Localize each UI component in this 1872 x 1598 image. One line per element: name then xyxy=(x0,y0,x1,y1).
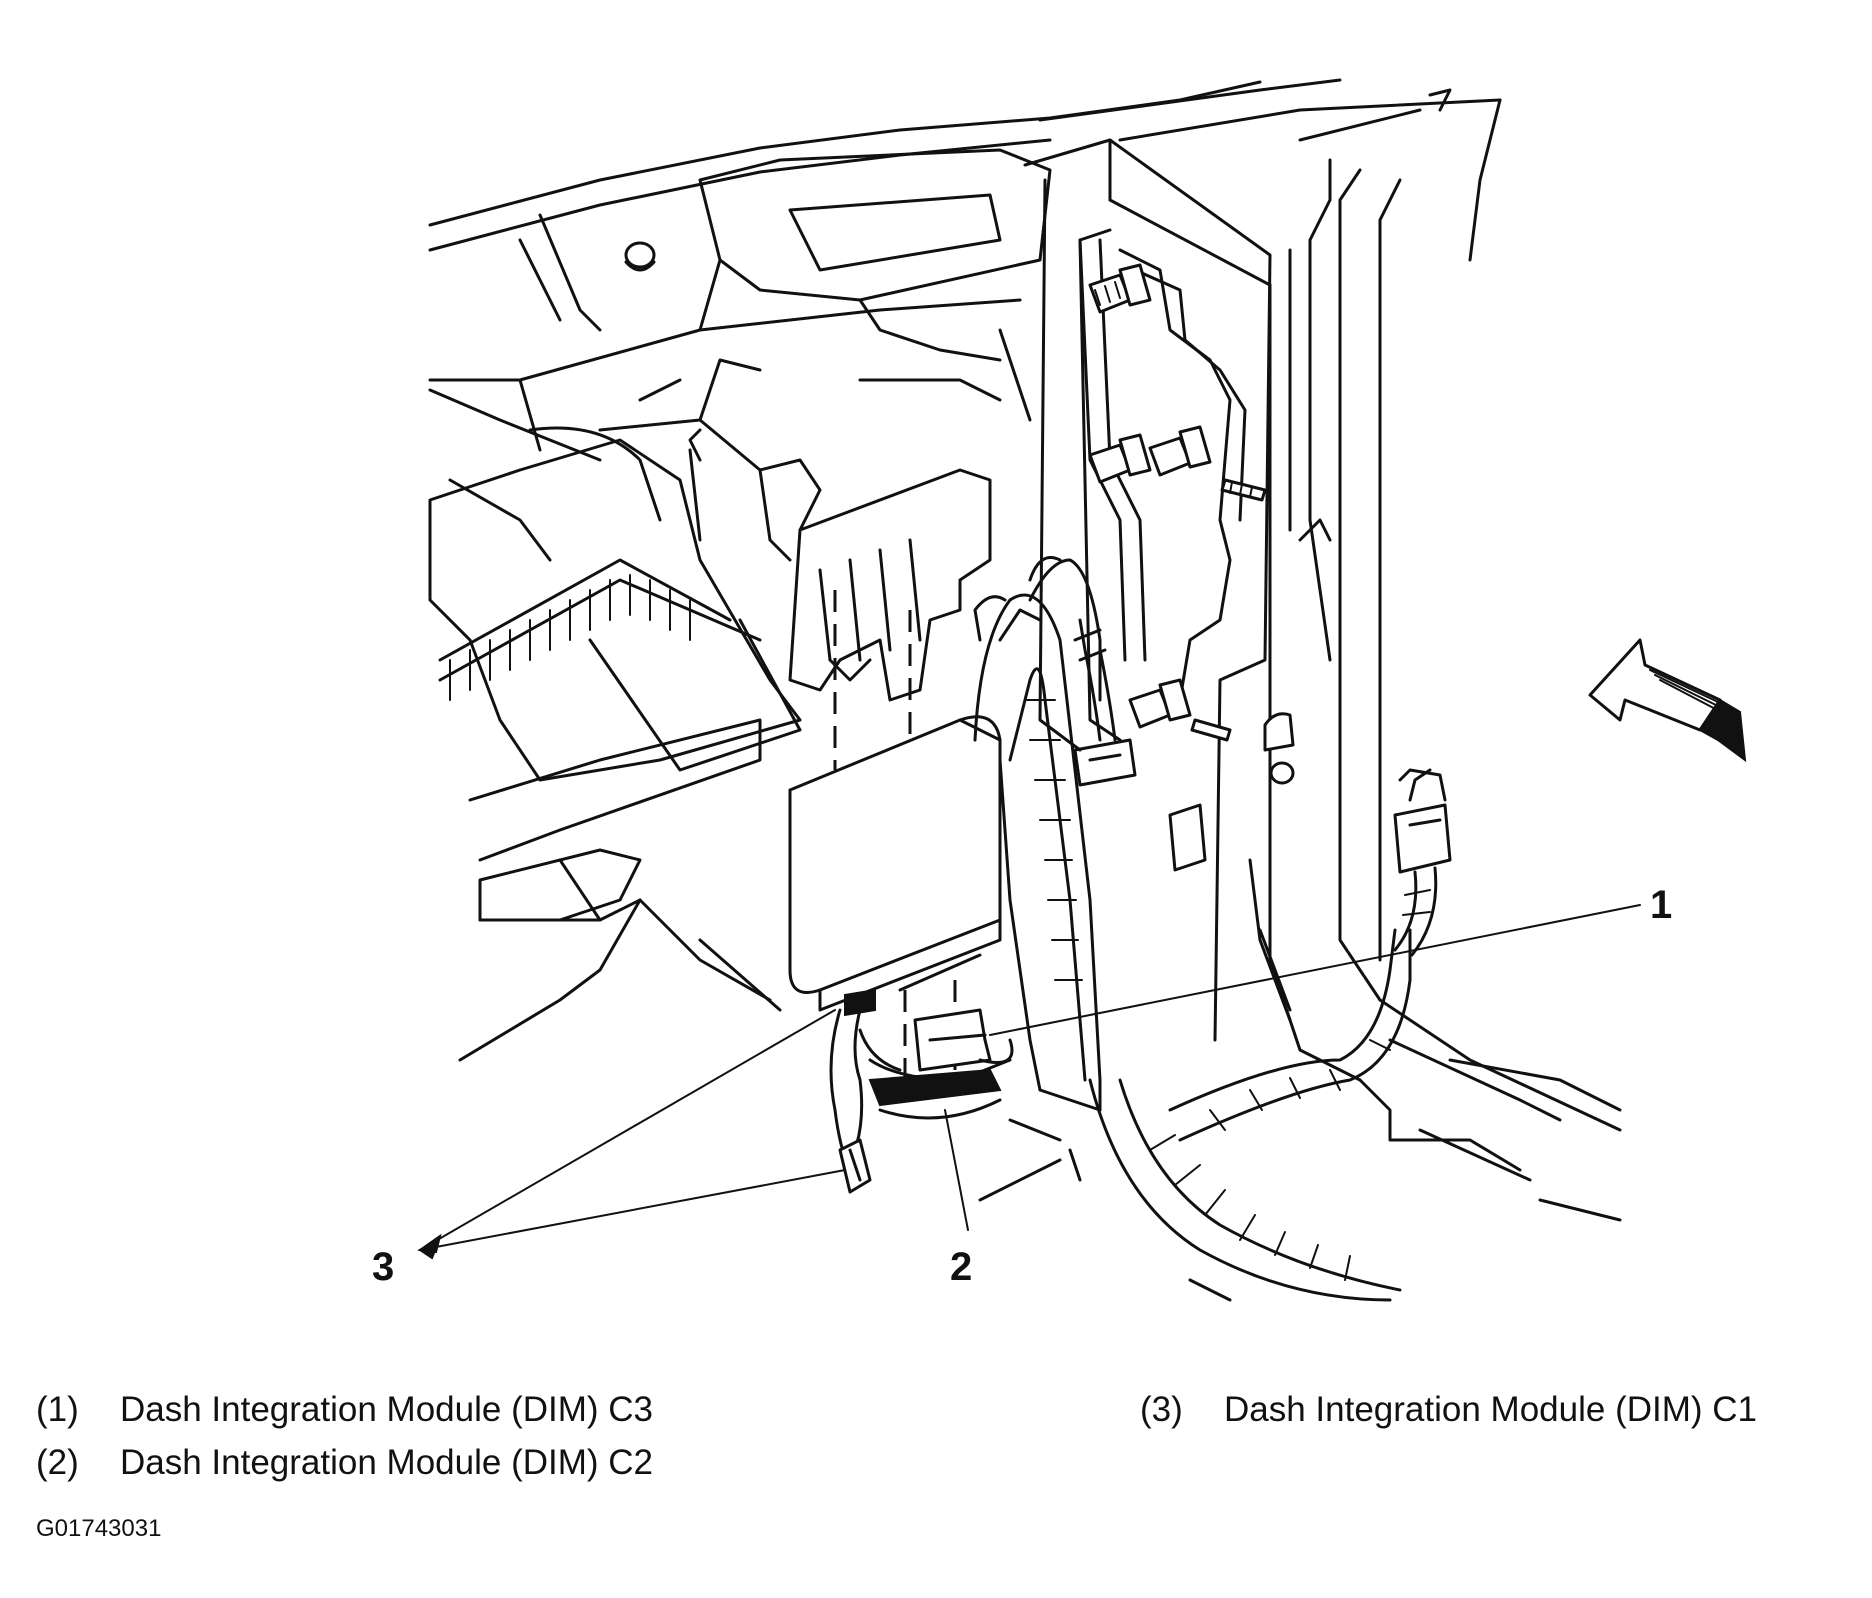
leader-line-3a xyxy=(419,1009,836,1251)
legend-number: (1) xyxy=(36,1390,79,1429)
right-side-connector xyxy=(1393,768,1452,957)
figure-id: G01743031 xyxy=(36,1515,162,1542)
stud-upper xyxy=(1088,263,1152,314)
panel-clip xyxy=(624,241,656,272)
leader-line-1 xyxy=(989,904,1641,1036)
legend-label: Dash Integration Module (DIM) C2 xyxy=(120,1443,653,1482)
connector-c1 xyxy=(829,988,876,1194)
legend-number: (2) xyxy=(36,1443,79,1482)
legend-item-3: (3) Dash Integration Module (DIM) C1 xyxy=(1140,1390,1757,1430)
callout-2: 2 xyxy=(950,1245,972,1289)
legend-label: Dash Integration Module (DIM) C3 xyxy=(120,1390,653,1429)
floor-kick-panel xyxy=(978,998,1622,1302)
threaded-studs xyxy=(1190,478,1267,742)
mounting-studs xyxy=(1088,263,1267,742)
module-mounting-bracket xyxy=(758,458,992,702)
stud-middle-left xyxy=(1088,433,1152,484)
legend-label: Dash Integration Module (DIM) C1 xyxy=(1224,1390,1757,1429)
harness-side-connector xyxy=(1073,618,1137,787)
callout-1: 1 xyxy=(1650,883,1672,927)
connector-c2-c3 xyxy=(858,1008,1014,1120)
body-side-panel xyxy=(1168,88,1502,1082)
stud-middle-right xyxy=(1148,425,1212,477)
view-direction-arrow xyxy=(1588,638,1747,763)
legend-number: (3) xyxy=(1140,1390,1183,1429)
callout-3: 3 xyxy=(372,1245,394,1289)
instrument-panel-cluster xyxy=(428,418,802,1062)
dash-panel-outline xyxy=(428,78,1502,462)
leader-line-2 xyxy=(944,1109,969,1231)
dash-integration-module xyxy=(788,715,1002,1012)
a-pillar-panel xyxy=(1023,138,1292,1042)
stud-lower xyxy=(1128,678,1192,729)
leader-lines xyxy=(417,904,1641,1260)
legend-item-2: (2) Dash Integration Module (DIM) C2 xyxy=(36,1443,653,1483)
floor-harness xyxy=(1088,928,1412,1302)
legend-item-1: (1) Dash Integration Module (DIM) C3 xyxy=(36,1390,653,1430)
dash-integration-module-diagram: 1 2 3 xyxy=(372,78,1747,1302)
leader-line-3b xyxy=(419,1169,846,1251)
